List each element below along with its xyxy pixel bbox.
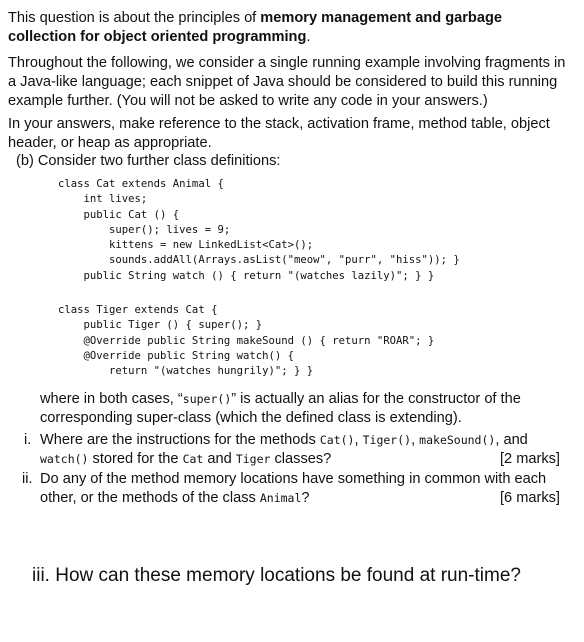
part-b-label: (b) Consider two further class definitio… [16, 153, 281, 169]
question-number: i. [24, 432, 32, 448]
inline-code: Tiger [235, 452, 271, 466]
inline-code: makeSound() [419, 433, 496, 447]
inline-code: Cat() [319, 433, 355, 447]
code-cat-class: class Cat extends Animal { int lives; pu… [58, 178, 460, 282]
context-paragraph: Throughout the following, we consider a … [8, 55, 566, 109]
question-i: i. Where are the instructions for the me… [24, 432, 560, 467]
inline-code: watch() [40, 452, 89, 466]
code-tiger-class: class Tiger extends Cat { public Tiger (… [58, 304, 435, 378]
inline-code: super() [182, 392, 232, 406]
marks-label: [2 marks] [499, 451, 560, 467]
question-ii: ii. Do any of the method memory location… [22, 471, 560, 506]
marks-label: [6 marks] [499, 490, 560, 506]
question-number: ii. [22, 471, 33, 487]
intro-text: This question is about the principles of [8, 10, 261, 26]
intro-paragraph: This question is about the principles of… [8, 9, 574, 47]
instruction-paragraph: In your answers, make reference to the s… [8, 116, 550, 151]
where-paragraph: where in both cases, “super()” is actual… [40, 391, 521, 426]
question-iii: iii. How can these memory locations be f… [32, 565, 521, 586]
intro-topic: memory management and garbage collection… [8, 10, 502, 45]
inline-code: Animal [259, 491, 302, 505]
inline-code: Cat [182, 452, 204, 466]
intro-period: . [306, 29, 311, 45]
inline-code: Tiger() [362, 433, 412, 447]
